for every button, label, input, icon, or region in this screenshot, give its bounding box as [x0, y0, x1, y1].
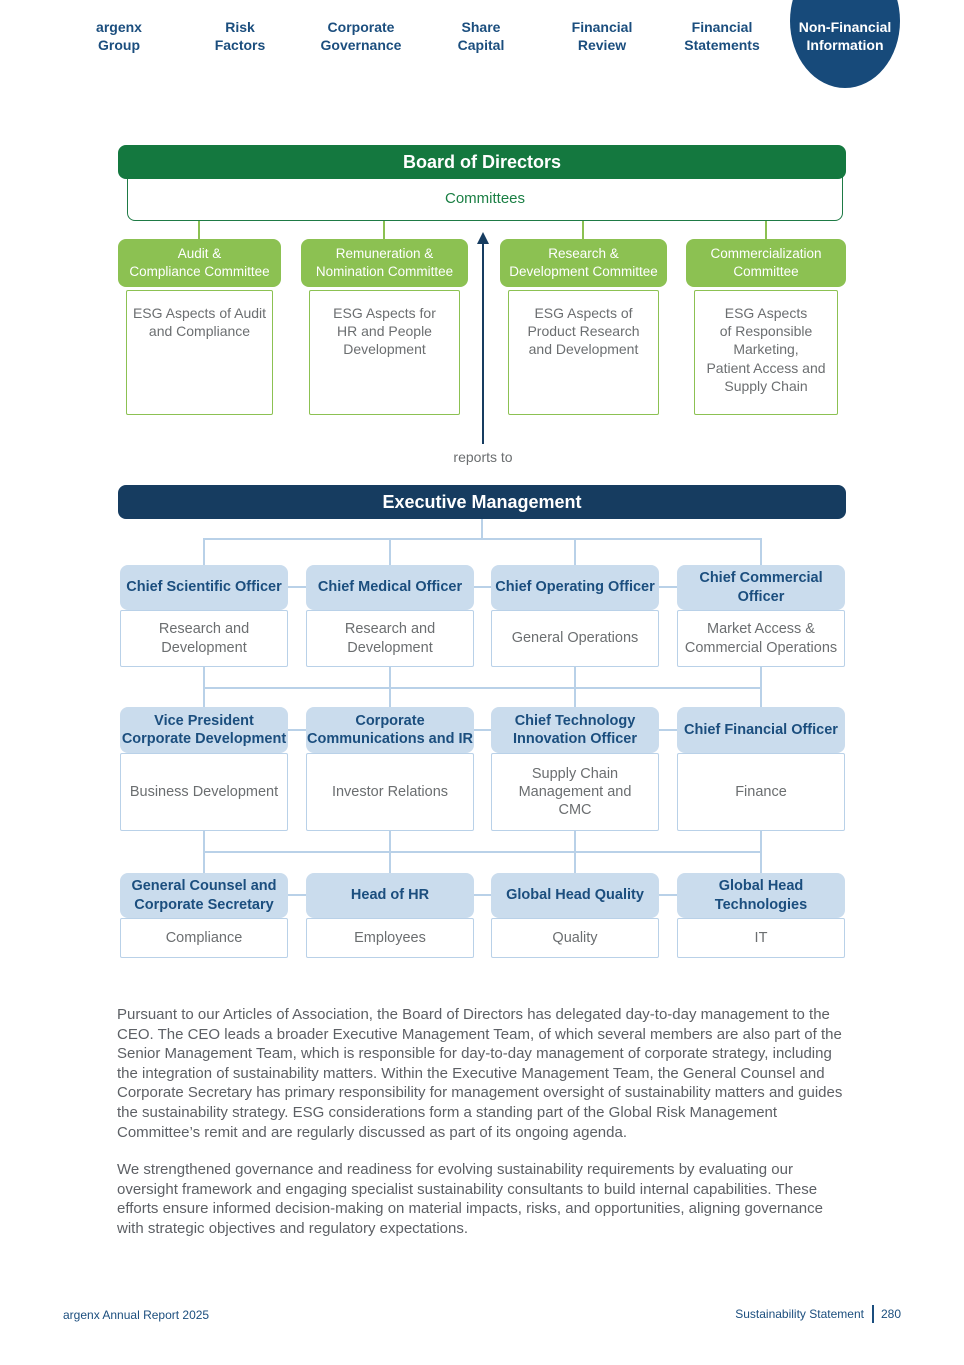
- esg-box-responsible-marketing: ESG Aspects of Responsible Marketing, Pa…: [694, 290, 838, 415]
- footer-right: Sustainability Statement 280: [735, 1305, 901, 1323]
- nav-item-share-capital[interactable]: Share Capital: [457, 19, 505, 53]
- committees-box: Committees: [127, 177, 843, 221]
- nav-item-risk-factors[interactable]: Risk Factors: [214, 19, 266, 53]
- connector-line: [198, 221, 200, 239]
- role-box-global-head-quality: Global Head Quality: [491, 873, 659, 918]
- nav-item-corporate-governance[interactable]: Corporate Governance: [320, 19, 402, 53]
- footer-divider: [871, 1305, 874, 1323]
- connector-line: [582, 221, 584, 239]
- connector-line: [203, 540, 205, 565]
- connector-line: [765, 221, 767, 239]
- connector-line: [659, 729, 677, 731]
- reports-to-arrow-line: [482, 243, 484, 444]
- area-box-general-operations: General Operations: [491, 610, 659, 667]
- nav-item-non-financial-information[interactable]: Non-Financial Information: [798, 19, 892, 53]
- connector-line: [474, 586, 491, 588]
- esg-box-audit-compliance: ESG Aspects of Audit and Compliance: [126, 290, 273, 415]
- esg-box-product-research: ESG Aspects of Product Research and Deve…: [508, 290, 659, 415]
- area-box-finance: Finance: [677, 753, 845, 831]
- connector-line: [383, 221, 385, 239]
- connector-line: [659, 894, 677, 896]
- connector-line: [203, 851, 762, 853]
- area-box-business-development: Business Development: [120, 753, 288, 831]
- connector-line: [760, 540, 762, 565]
- connector-line: [288, 894, 306, 896]
- area-box-employees: Employees: [306, 918, 474, 958]
- nav-item-financial-review[interactable]: Financial Review: [571, 19, 633, 53]
- connector-line: [203, 687, 762, 689]
- connector-line: [574, 540, 576, 565]
- body-paragraph-1: Pursuant to our Articles of Association,…: [117, 1006, 843, 1141]
- committee-box-remuneration-nomination: Remuneration & Nomination Committee: [301, 239, 468, 287]
- esg-box-hr-people: ESG Aspects for HR and People Developmen…: [309, 290, 460, 415]
- area-box-market-access: Market Access & Commercial Operations: [677, 610, 845, 667]
- area-box-quality: Quality: [491, 918, 659, 958]
- area-box-research-development-2: Research and Development: [306, 610, 474, 667]
- area-box-compliance: Compliance: [120, 918, 288, 958]
- executive-management-bar: Executive Management: [118, 485, 846, 519]
- committee-box-research-development: Research & Development Committee: [500, 239, 667, 287]
- role-box-chief-operating-officer: Chief Operating Officer: [491, 565, 659, 610]
- connector-line: [474, 729, 491, 731]
- role-box-corporate-communications-ir: Corporate Communications and IR: [306, 707, 474, 753]
- board-of-directors-bar: Board of Directors: [118, 145, 846, 179]
- role-box-chief-financial-officer: Chief Financial Officer: [677, 707, 845, 753]
- role-box-chief-commercial-officer: Chief Commercial Officer: [677, 565, 845, 610]
- role-box-head-of-hr: Head of HR: [306, 873, 474, 918]
- page-number: 280: [880, 1307, 901, 1321]
- connector-line: [659, 586, 677, 588]
- role-box-chief-technology-innovation-officer: Chief Technology Innovation Officer: [491, 707, 659, 753]
- nav-item-argenx-group[interactable]: argenx Group: [96, 19, 142, 53]
- role-box-chief-medical-officer: Chief Medical Officer: [306, 565, 474, 610]
- connector-line: [203, 538, 762, 540]
- nav-item-financial-statements[interactable]: Financial Statements: [684, 19, 760, 53]
- area-box-supply-chain-cmc: Supply Chain Management and CMC: [491, 753, 659, 831]
- area-box-research-development-1: Research and Development: [120, 610, 288, 667]
- connector-line: [389, 540, 391, 565]
- body-paragraph-2: We strengthened governance and readiness…: [117, 1161, 823, 1237]
- role-box-chief-scientific-officer: Chief Scientific Officer: [120, 565, 288, 610]
- role-box-vp-corporate-development: Vice President Corporate Development: [120, 707, 288, 753]
- committee-box-audit-compliance: Audit & Compliance Committee: [118, 239, 281, 287]
- connector-line: [288, 586, 306, 588]
- connector-line: [481, 519, 483, 539]
- role-box-global-head-technologies: Global Head Technologies: [677, 873, 845, 918]
- connector-line: [474, 894, 491, 896]
- footer-document-name: Sustainability Statement: [735, 1307, 864, 1321]
- area-box-it: IT: [677, 918, 845, 958]
- connector-line: [288, 729, 306, 731]
- role-box-general-counsel: General Counsel and Corporate Secretary: [120, 873, 288, 918]
- up-arrow-icon: [477, 232, 489, 244]
- reports-to-label: reports to: [453, 449, 513, 465]
- committee-box-commercialization: Commercialization Committee: [686, 239, 846, 287]
- footer-report-title: argenx Annual Report 2025: [63, 1308, 210, 1322]
- area-box-investor-relations: Investor Relations: [306, 753, 474, 831]
